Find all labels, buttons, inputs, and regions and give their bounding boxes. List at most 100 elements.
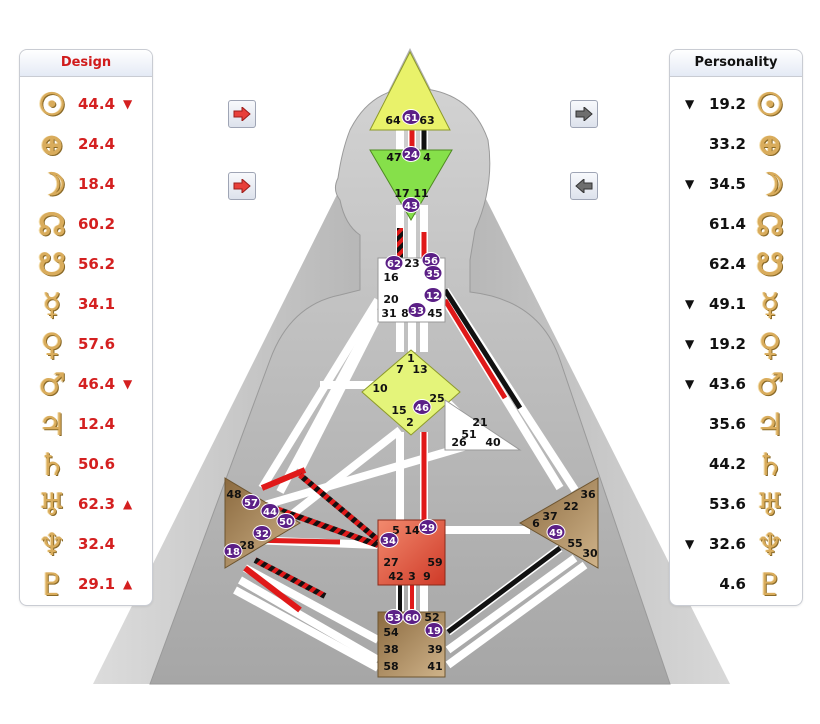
active-gate-marker	[401, 109, 421, 125]
design-arrow-lower-button[interactable]	[228, 172, 256, 200]
personality-row-south-node: ☋62.4	[670, 245, 802, 285]
design-value: 34.1	[78, 295, 116, 313]
personality-row-moon: ☽34.5▼	[670, 165, 802, 205]
gate-root-58: 58	[383, 660, 398, 673]
sun-icon: ☉	[756, 87, 784, 123]
design-row-venus: ♀57.6	[20, 325, 152, 365]
earth-icon: ⊕	[39, 127, 65, 163]
gate-root-39: 39	[427, 643, 442, 656]
pluto-icon: ♇	[38, 567, 66, 603]
personality-arrow-lower-button[interactable]	[570, 172, 598, 200]
gate-g-13: 13	[412, 363, 427, 376]
gate-spleen-28: 28	[239, 539, 254, 552]
design-value: 12.4	[78, 415, 116, 433]
gate-heart-26: 26	[451, 436, 467, 449]
detriment-triangle-icon: ▼	[123, 377, 133, 391]
north-node-icon: ☊	[756, 207, 784, 243]
design-row-uranus: ♅62.3▲	[20, 485, 152, 525]
gate-root-54: 54	[383, 626, 399, 639]
gate-throat-8: 8	[401, 307, 409, 320]
arrow-right-red-icon	[233, 107, 251, 121]
design-value: 60.2	[78, 215, 116, 233]
design-value: 50.6	[78, 455, 116, 473]
personality-value: 19.2	[708, 335, 746, 353]
active-gate-marker	[276, 513, 296, 529]
personality-row-jupiter: ♃35.6	[670, 405, 802, 445]
arrow-right-red-icon	[233, 179, 251, 193]
gate-heart-21: 21	[472, 416, 487, 429]
jupiter-icon: ♃	[756, 407, 784, 443]
active-gate-marker	[401, 197, 421, 213]
design-row-south-node: ☋ 56.2	[20, 245, 152, 285]
gate-ajna-11: 11	[413, 187, 428, 200]
active-gate-marker	[423, 287, 443, 303]
design-value: 29.1	[78, 575, 116, 593]
design-value: 56.2	[78, 255, 116, 273]
gate-throat-33: 33	[410, 306, 424, 317]
north-node-icon: ☊	[38, 207, 66, 243]
saturn-icon: ♄	[756, 447, 784, 483]
design-row-earth: ⊕ 24.4	[20, 125, 152, 165]
gate-ajna-47: 47	[386, 151, 401, 164]
gate-heart-40: 40	[485, 436, 501, 449]
design-value: 18.4	[78, 175, 116, 193]
personality-value: 34.5	[708, 175, 746, 193]
personality-value: 33.2	[708, 135, 746, 153]
gate-solar-49: 49	[549, 528, 563, 539]
gate-throat-12: 12	[426, 291, 440, 302]
south-node-icon: ☋	[38, 247, 66, 283]
design-value: 46.4	[78, 375, 116, 393]
gate-solar-30: 30	[582, 547, 598, 560]
gate-head-61: 61	[404, 113, 418, 124]
active-gate-marker	[252, 525, 272, 541]
gate-sacral-59: 59	[427, 556, 442, 569]
venus-icon: ♀	[758, 327, 782, 363]
gate-g-7: 7	[396, 363, 404, 376]
design-value: 24.4	[78, 135, 116, 153]
personality-arrow-upper-button[interactable]	[570, 100, 598, 128]
gate-g-15: 15	[391, 404, 406, 417]
arrow-right-gray-icon	[575, 107, 593, 121]
gate-sacral-14: 14	[404, 524, 420, 537]
gate-throat-31: 31	[381, 307, 396, 320]
personality-row-earth: ⊕33.2	[670, 125, 802, 165]
personality-row-sun: ☉19.2▼	[670, 85, 802, 125]
venus-icon: ♀	[40, 327, 64, 363]
design-arrow-upper-button[interactable]	[228, 100, 256, 128]
gate-root-53: 53	[387, 613, 401, 624]
gate-solar-55: 55	[567, 537, 582, 550]
gate-g-25: 25	[429, 392, 444, 405]
jupiter-icon: ♃	[38, 407, 66, 443]
design-row-north-node: ☊ 60.2	[20, 205, 152, 245]
detriment-triangle-icon: ▼	[123, 97, 133, 111]
active-gate-marker	[412, 399, 432, 415]
moon-icon: ☽	[756, 167, 784, 203]
personality-value: 62.4	[708, 255, 746, 273]
personality-value: 43.6	[708, 375, 746, 393]
uranus-icon: ♅	[756, 487, 784, 523]
design-value: 32.4	[78, 535, 116, 553]
gate-throat-56: 56	[424, 256, 438, 267]
personality-panel: Personality ☉19.2▼⊕33.2☽34.5▼☊61.4☋62.4☿…	[669, 49, 803, 606]
design-row-saturn: ♄50.6	[20, 445, 152, 485]
personality-row-pluto: ♇4.6	[670, 565, 802, 605]
gate-sacral-42: 42	[388, 570, 403, 583]
gate-head-63: 63	[419, 114, 434, 127]
gate-ajna-43: 43	[404, 201, 418, 212]
personality-row-mercury: ☿49.1▼	[670, 285, 802, 325]
gate-sacral-3: 3	[408, 570, 416, 583]
gate-spleen-48: 48	[226, 488, 241, 501]
personality-value: 53.6	[708, 495, 746, 513]
detriment-triangle-icon: ▼	[685, 97, 695, 111]
gate-sacral-29: 29	[421, 523, 435, 534]
gate-spleen-57: 57	[244, 498, 258, 509]
exalted-triangle-icon: ▲	[123, 497, 133, 511]
gate-sacral-27: 27	[383, 556, 398, 569]
gate-root-19: 19	[427, 626, 441, 637]
gate-head-64: 64	[385, 114, 401, 127]
gate-solar-36: 36	[580, 488, 596, 501]
gate-spleen-44: 44	[263, 507, 277, 518]
head-center	[369, 50, 451, 131]
personality-value: 32.6	[708, 535, 746, 553]
gate-solar-37: 37	[542, 510, 557, 523]
